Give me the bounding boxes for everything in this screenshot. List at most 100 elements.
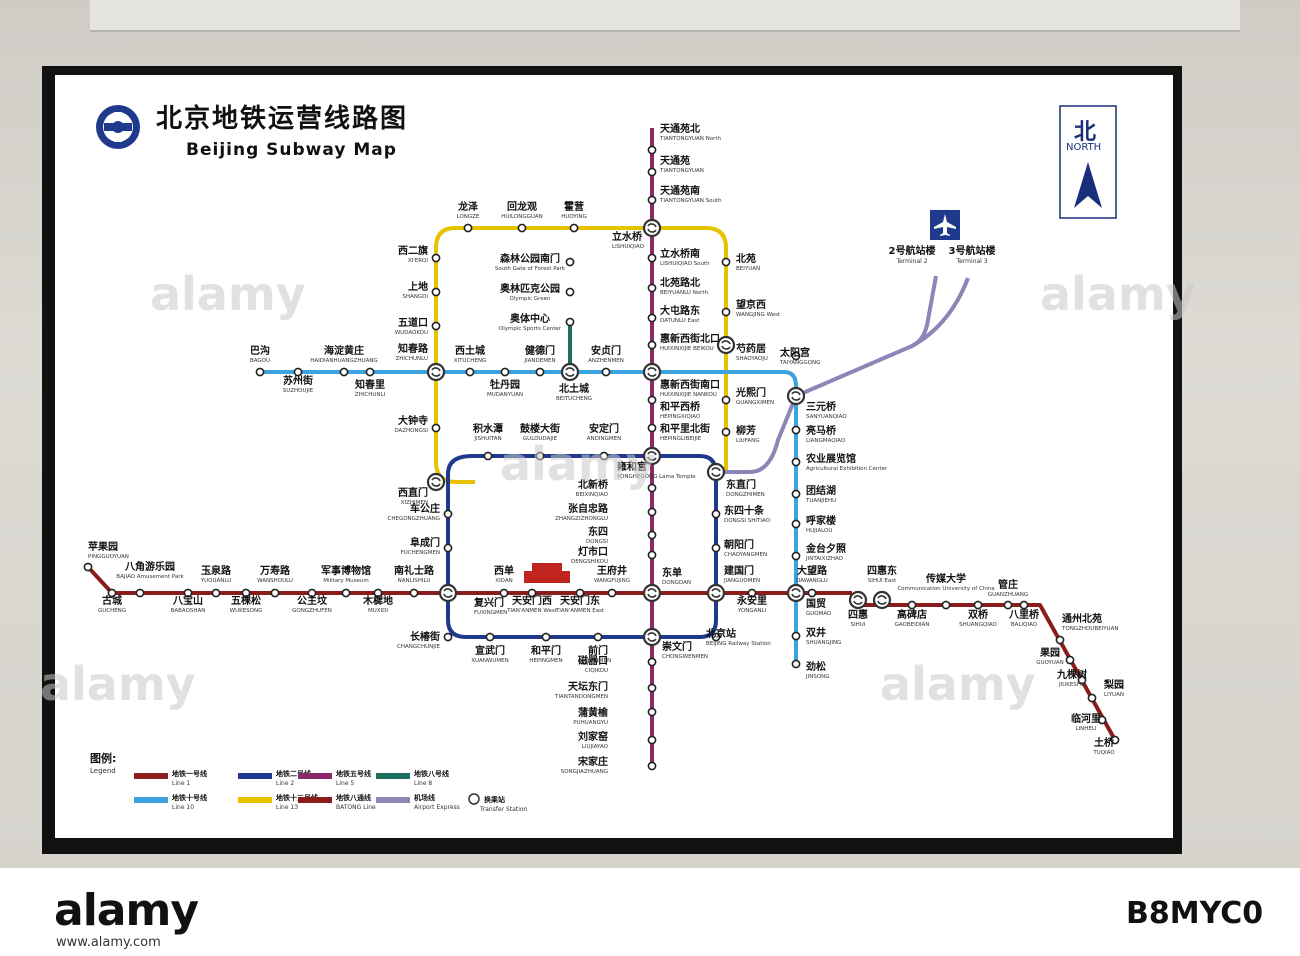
- station-dot: [647, 550, 657, 560]
- station-dot: [500, 367, 510, 377]
- station-name-english: HUIXINXIJIE BEIKOU: [660, 346, 714, 352]
- station-dot: [973, 600, 983, 610]
- legend-label-chinese: 机场线: [414, 793, 435, 802]
- station-dot: [791, 631, 801, 641]
- station-name-chinese: 刘家窑: [578, 730, 608, 743]
- station-name-english: DONGDAN: [662, 580, 691, 586]
- station-name-chinese: 西二旗: [398, 244, 428, 257]
- station-name-chinese: 长椿街: [410, 630, 440, 643]
- legend-swatch: [376, 773, 410, 779]
- legend-label-english: Line 10: [172, 804, 194, 811]
- transfer-station-marker: [706, 462, 726, 482]
- station-name-english: JIANDEMEN: [523, 358, 555, 364]
- station-name-english: CHANGCHUNJIE: [397, 644, 440, 650]
- transfer-arrows-icon: [647, 451, 657, 461]
- station-dot: [341, 588, 351, 598]
- station-name-chinese: 呼家楼: [806, 514, 836, 527]
- station-dot: [431, 253, 441, 263]
- legend-label-chinese: 地铁二号线: [276, 769, 311, 778]
- station-name-english: GUOMAO: [806, 611, 832, 617]
- station-name-chinese: 八里桥: [1008, 608, 1040, 621]
- station-name-chinese: 东直门: [726, 478, 756, 491]
- legend-swatch: [134, 773, 168, 779]
- station-dot: [647, 530, 657, 540]
- station-dot: [711, 509, 721, 519]
- station-dot: [907, 600, 917, 610]
- station-name-english: BABAOSHAN: [171, 608, 206, 614]
- terminal-label-english: Terminal 2: [895, 258, 927, 265]
- station-name-chinese: 建国门: [723, 564, 754, 577]
- station-name-english: WANGJING West: [736, 312, 781, 318]
- station-name-chinese: 安贞门: [591, 344, 621, 357]
- north-label-english: NORTH: [1066, 142, 1102, 153]
- station-name-english: SHUANGJING: [806, 640, 841, 646]
- station-dot: [647, 483, 657, 493]
- legend-swatch: [134, 797, 168, 803]
- watermark-text: alamy: [40, 657, 196, 711]
- station-dot: [365, 367, 375, 377]
- station-name-chinese: 灯市口: [578, 545, 608, 558]
- station-name-chinese: 森林公园南门: [499, 252, 560, 265]
- transfer-station-marker: [642, 218, 662, 238]
- transfer-arrows-icon: [721, 340, 731, 350]
- station-dot: [565, 287, 575, 297]
- station-dot: [607, 588, 617, 598]
- station-name-chinese: 朝阳门: [724, 538, 754, 551]
- station-name-english: CHEGONGZHUANG: [388, 516, 441, 522]
- north-arrow-icon: [1059, 105, 1117, 219]
- footer-logo: alamy: [54, 885, 199, 936]
- station-name-english: HEPINGXIQIAO: [660, 414, 701, 420]
- station-name-chinese: 劲松: [806, 660, 826, 673]
- station-name-chinese: 巴沟: [250, 344, 270, 357]
- station-name-chinese: 天坛东门: [568, 680, 608, 693]
- station-name-chinese: 四惠: [848, 608, 868, 621]
- station-dot: [373, 588, 383, 598]
- station-name-chinese: 知春里: [354, 378, 385, 391]
- station-name-chinese: 芍药居: [736, 342, 766, 355]
- station-name-english: ZHICHUNLU: [396, 356, 428, 362]
- legend-title-chinese: 图例:: [90, 751, 116, 765]
- station-name-chinese: 大屯路东: [660, 304, 700, 317]
- station-dot: [791, 519, 801, 529]
- legend-swatch: [298, 773, 332, 779]
- station-name-chinese: 东单: [662, 566, 682, 579]
- station-name-english: CHONGWENMEN: [662, 654, 708, 660]
- station-name-english: WUKESONG: [230, 608, 263, 614]
- station-dot: [1087, 693, 1097, 703]
- footer-bar: [0, 868, 1300, 956]
- station-name-chinese: 和平西桥: [659, 400, 701, 413]
- station-name-chinese: 北土城: [559, 382, 589, 395]
- station-name-english: LISHUIQIAO South: [660, 261, 710, 267]
- transfer-station-marker: [426, 472, 446, 492]
- station-dot: [527, 588, 537, 598]
- station-name-chinese: 苏州街: [283, 374, 313, 387]
- station-name-english: SHAOYAOJU: [736, 356, 768, 362]
- station-name-english: XITUCHENG: [454, 358, 487, 364]
- station-name-english: MUDANYUAN: [487, 392, 523, 398]
- transfer-arrows-icon: [443, 588, 453, 598]
- station-name-chinese: 西直门: [398, 486, 428, 499]
- station-name-chinese: 阜成门: [410, 536, 440, 549]
- station-name-chinese: 四惠东: [867, 564, 897, 577]
- tiananmen-roof-icon: [532, 563, 562, 571]
- station-name-chinese: 亮马桥: [806, 424, 837, 437]
- station-name-chinese: 和平门: [530, 644, 561, 657]
- transfer-arrows-icon: [647, 588, 657, 598]
- station-name-chinese: 北京站: [706, 627, 736, 640]
- station-name-chinese: 军事博物馆: [321, 564, 371, 577]
- station-name-english: SHANGDI: [402, 294, 428, 300]
- transfer-station-marker: [786, 386, 806, 406]
- station-dot: [599, 451, 609, 461]
- station-name-english: TONGZHOUBEIYUAN: [1061, 626, 1118, 632]
- station-dot: [647, 761, 657, 771]
- station-name-english: HEPINGLIBEIJIE: [660, 436, 702, 442]
- station-name-english: JINSONG: [805, 674, 830, 680]
- transfer-station-marker: [642, 583, 662, 603]
- station-dot: [1019, 600, 1029, 610]
- transfer-station-marker: [560, 362, 580, 382]
- station-name-english: ZHICHUNLI: [355, 392, 386, 398]
- station-dot: [791, 351, 801, 361]
- station-dot: [647, 423, 657, 433]
- legend-label-chinese: 地铁八通线: [336, 793, 371, 802]
